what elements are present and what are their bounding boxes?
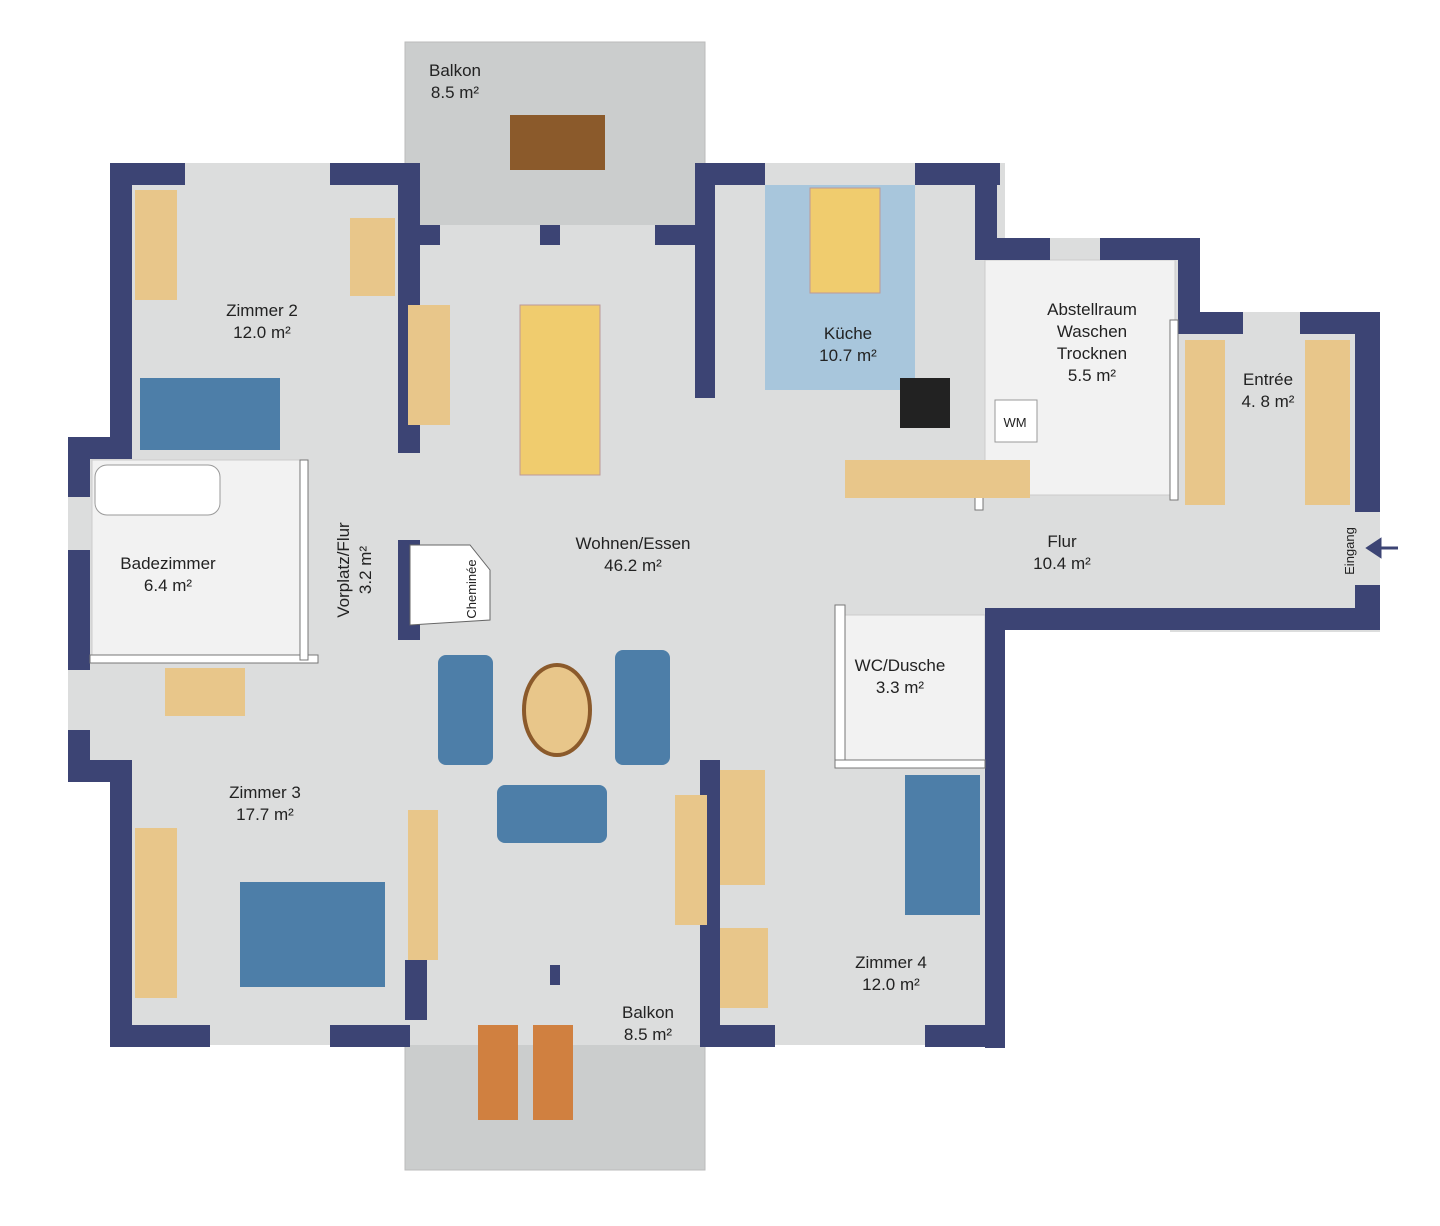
furniture [94, 115, 1350, 1120]
entrance-arrow-icon [1365, 537, 1398, 559]
washing-machine-label: WM [1003, 415, 1027, 430]
walls [68, 163, 1380, 1048]
cheminee-label: Cheminée [464, 559, 479, 619]
storage-tiles [984, 259, 1176, 496]
eingang-label: Eingang [1342, 527, 1357, 575]
